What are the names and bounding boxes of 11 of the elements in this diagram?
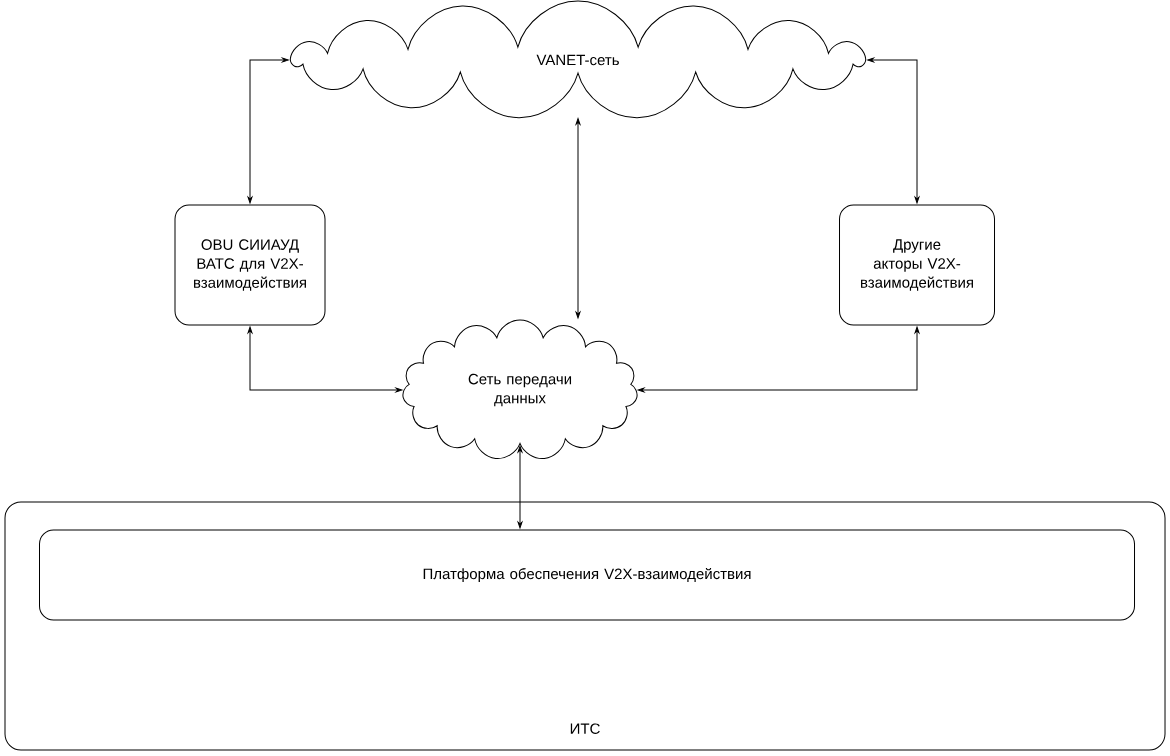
platform-box: Платформа обеспечения V2X-взаимодействия [39, 529, 1135, 621]
arrow [867, 57, 920, 204]
arrow [247, 326, 403, 393]
component-box: Другие акторы V2X-взаимодействия [839, 204, 995, 326]
arrow [517, 445, 523, 529]
arrow [575, 118, 581, 319]
component-box: OBU СИИАУД ВАТС для V2X-взаимодействия [174, 204, 326, 326]
arrow [637, 326, 920, 393]
network-cloud: Сеть передачи данных [402, 319, 638, 460]
arrow [247, 57, 289, 204]
network-cloud: VANET-сеть [289, 0, 867, 119]
